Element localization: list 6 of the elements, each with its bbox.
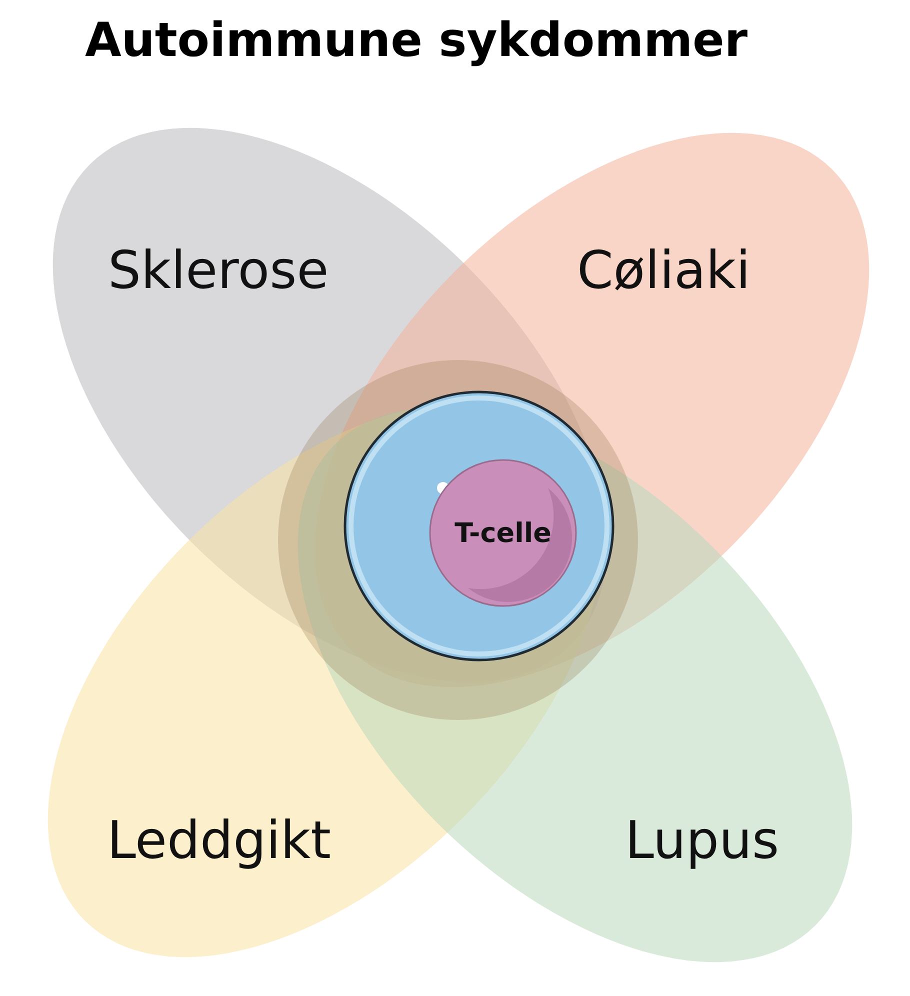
disease-label: Sklerose [108,245,329,297]
cell-label: T-celle [454,520,552,546]
disease-label: Cøliaki [577,245,750,297]
disease-label: Lupus [625,815,780,867]
diagram-title: Autoimmune sykdommer [85,12,748,70]
disease-label: Leddgikt [107,815,332,867]
